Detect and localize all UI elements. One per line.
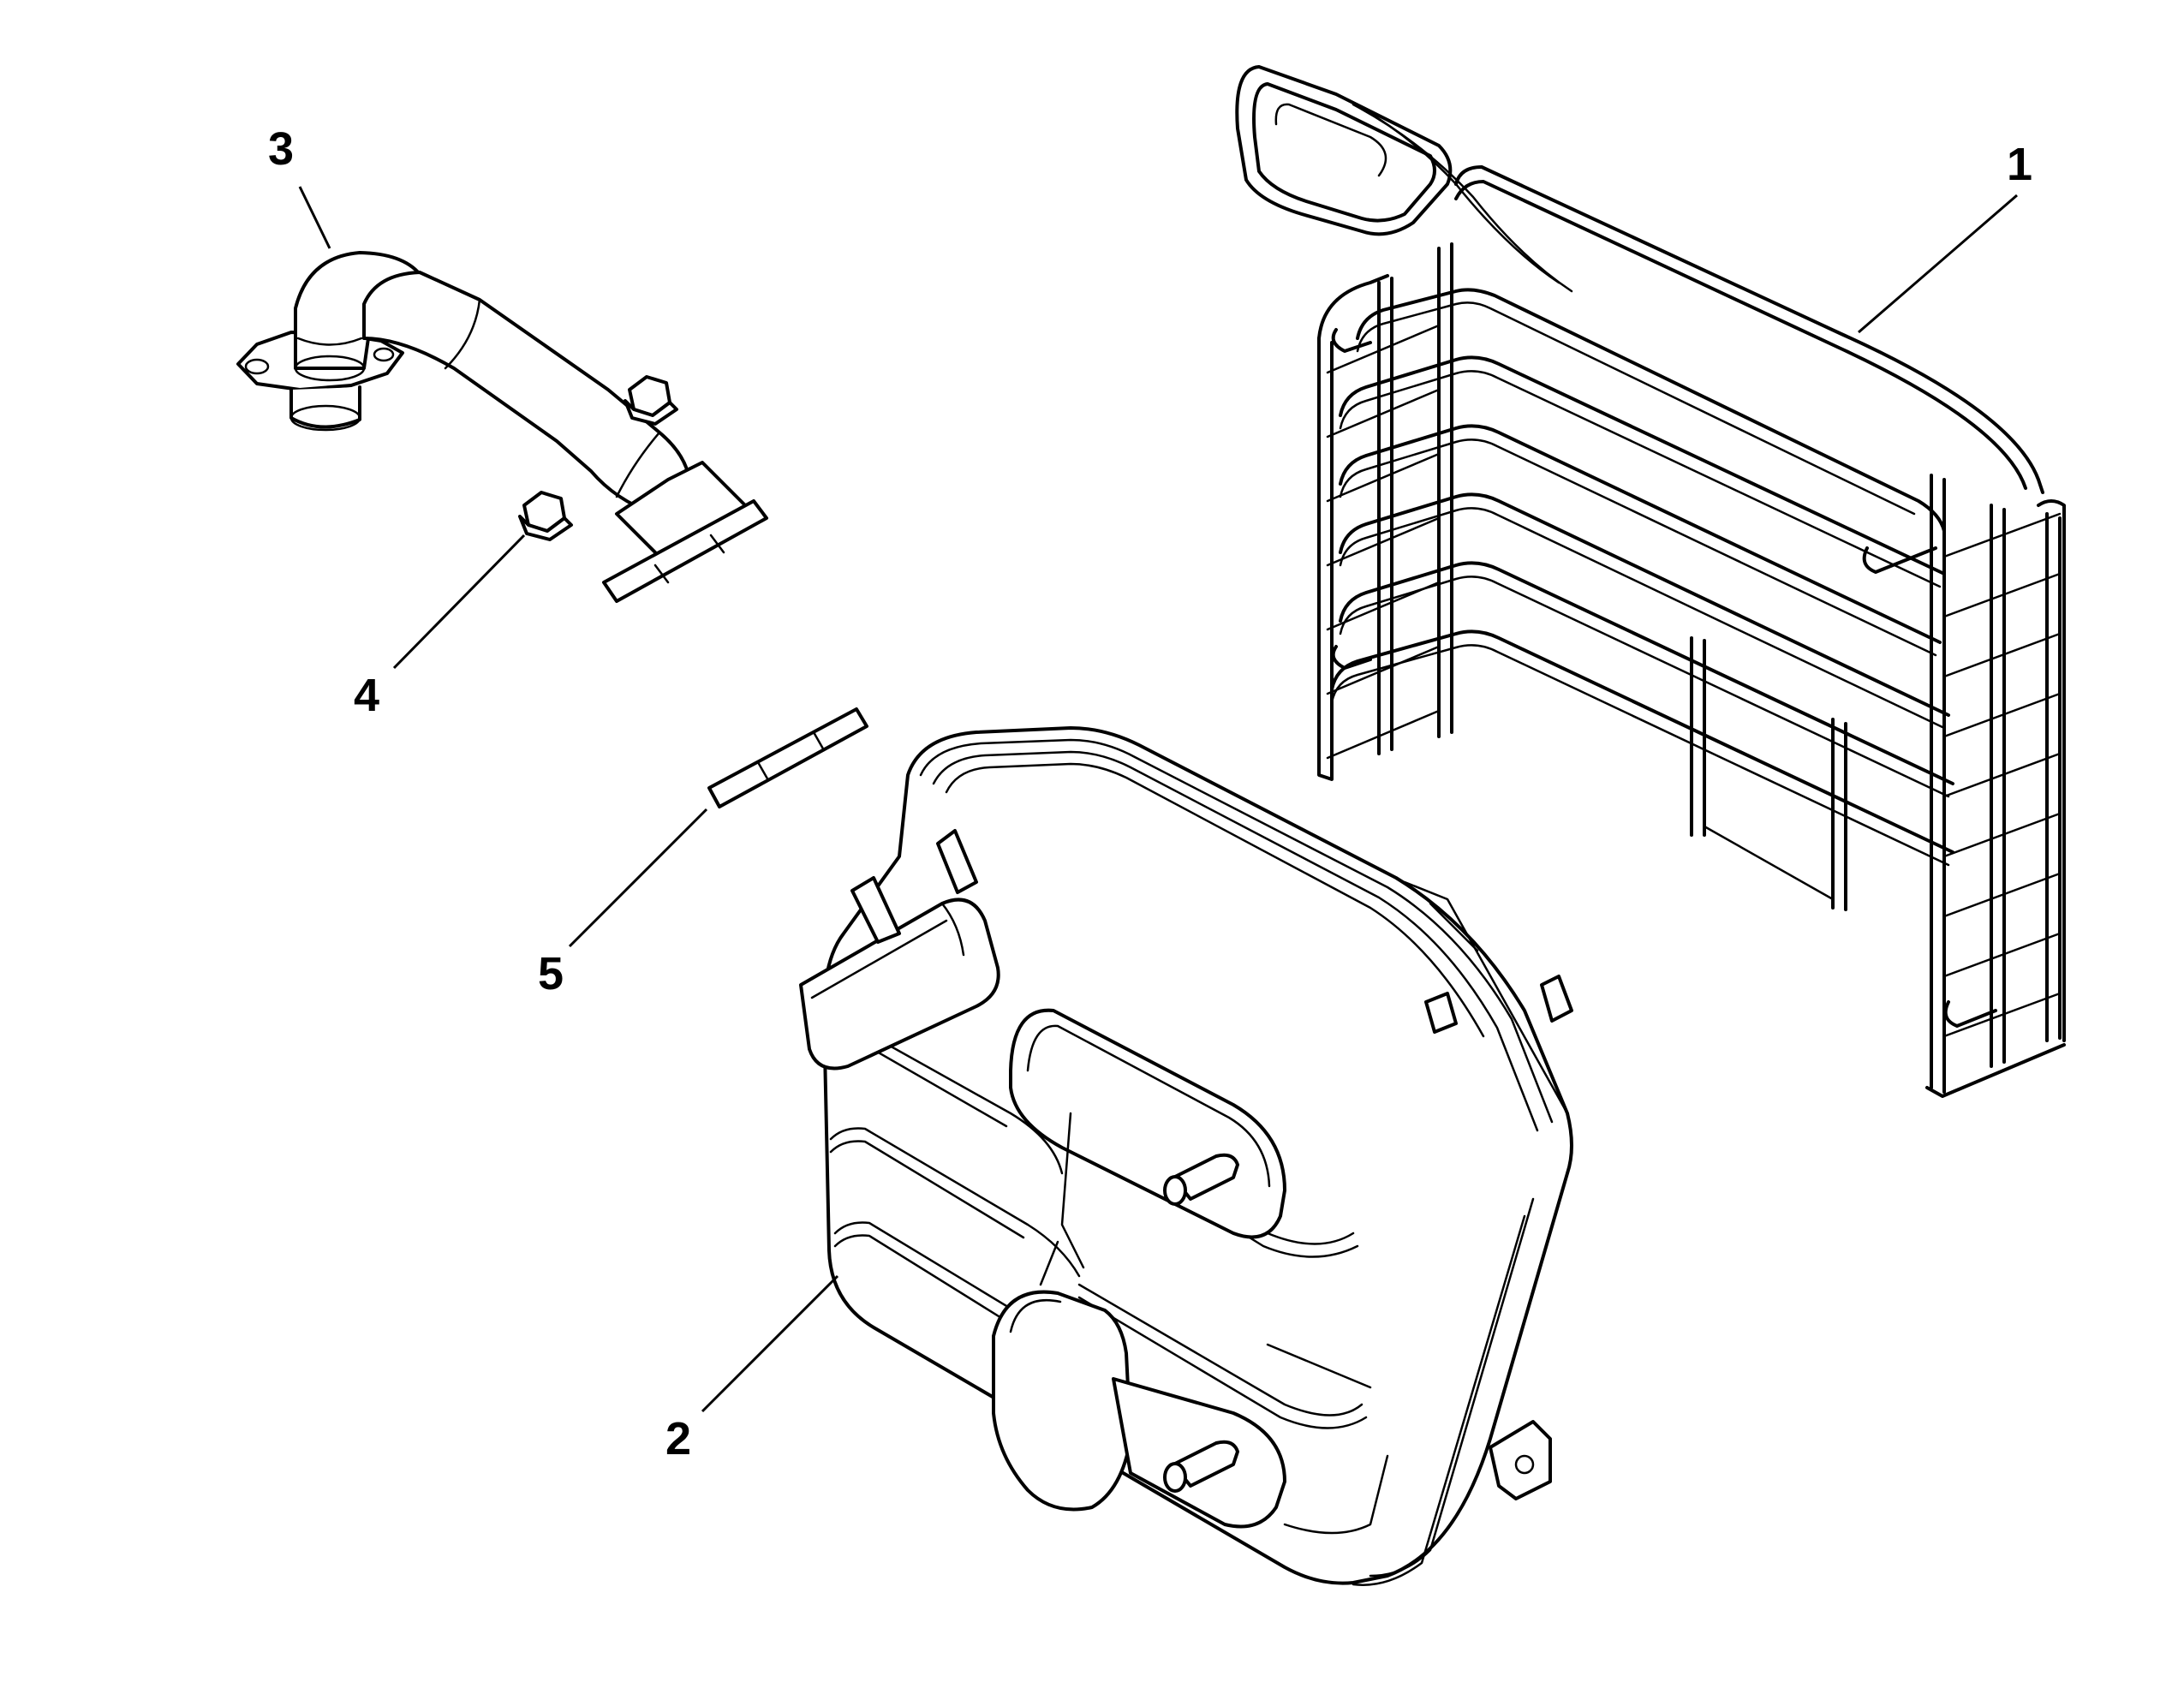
- flange-nut: [518, 375, 678, 541]
- heat-shield-guard: [1235, 65, 2066, 1098]
- leader-line-2: [701, 1274, 839, 1413]
- callout-2: 2: [665, 1413, 691, 1464]
- callout-1: 1: [2007, 139, 2032, 190]
- leader-line-5: [568, 808, 708, 948]
- callout-5: 5: [538, 948, 564, 999]
- leader-line-1: [1858, 194, 2018, 334]
- exhaust-pipe: [236, 251, 768, 603]
- callout-3: 3: [268, 123, 294, 175]
- leader-line-4: [392, 534, 526, 670]
- gasket: [707, 707, 868, 808]
- callout-4: 4: [354, 670, 379, 721]
- muffler: [799, 726, 1573, 1586]
- leader-line-3: [298, 186, 331, 249]
